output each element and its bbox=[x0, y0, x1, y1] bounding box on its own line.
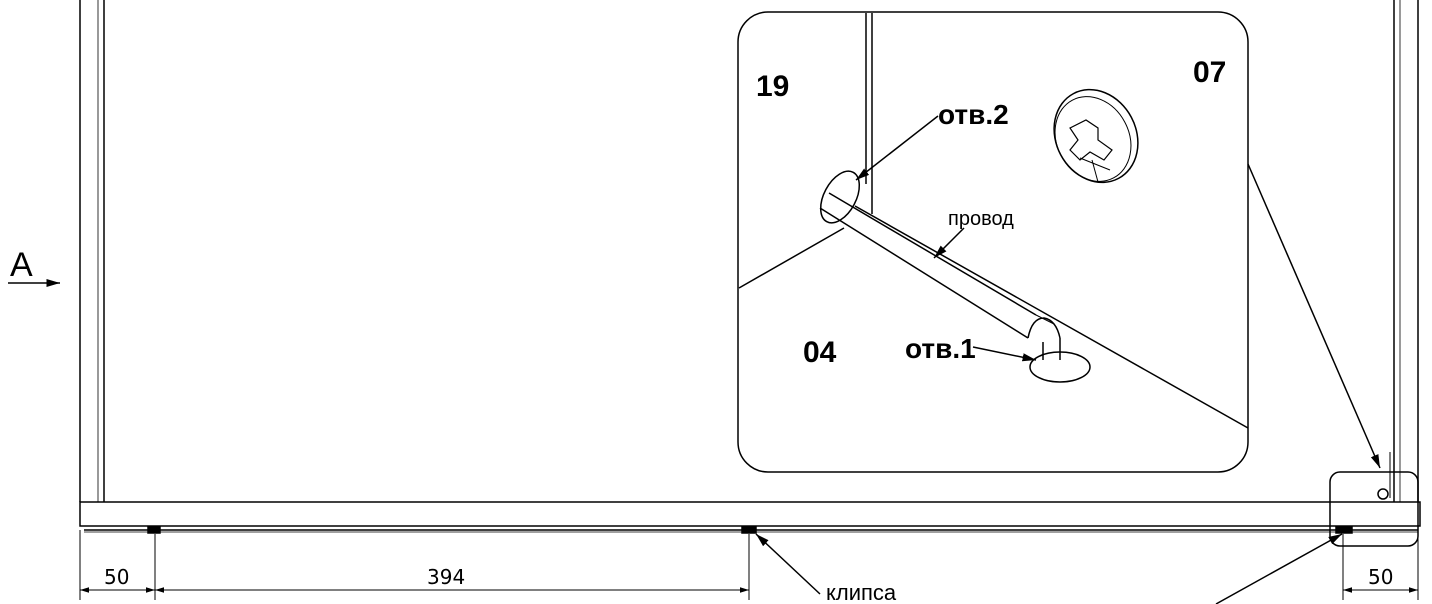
panel-label-04: 04 bbox=[803, 336, 837, 369]
hole-1 bbox=[1029, 351, 1091, 383]
dimension-span: 394 bbox=[427, 565, 465, 589]
screw-head-drawing bbox=[1053, 88, 1139, 184]
callout-frame bbox=[1329, 471, 1419, 547]
detail-inset: 19 07 04 отв.2 отв.1 провод bbox=[737, 11, 1249, 473]
view-marker: A bbox=[8, 246, 60, 288]
hole-2-label: отв.2 bbox=[938, 99, 1009, 130]
panel-label-19: 19 bbox=[756, 70, 789, 103]
cabinet-frame bbox=[79, 0, 1421, 534]
clip-marker bbox=[147, 526, 161, 534]
clip-marker bbox=[1335, 526, 1353, 534]
dimension-left: 50 bbox=[104, 565, 129, 589]
wire-drawing bbox=[819, 170, 1091, 383]
view-marker-letter: A bbox=[10, 246, 33, 284]
dimension-right: 50 bbox=[1368, 565, 1393, 589]
screw-marker bbox=[1377, 488, 1389, 500]
wire-label: провод bbox=[948, 208, 1014, 230]
clip-callout: клипса bbox=[755, 533, 1343, 604]
panel-label-07: 07 bbox=[1193, 56, 1226, 89]
detail-callout bbox=[1247, 163, 1419, 547]
clip-label: клипса bbox=[826, 580, 897, 604]
hole-2 bbox=[819, 170, 861, 224]
dimensions: 50 394 50 bbox=[79, 530, 1419, 600]
inset-frame bbox=[737, 11, 1249, 473]
clip-marker bbox=[741, 526, 757, 534]
hole-1-label: отв.1 bbox=[905, 333, 976, 364]
